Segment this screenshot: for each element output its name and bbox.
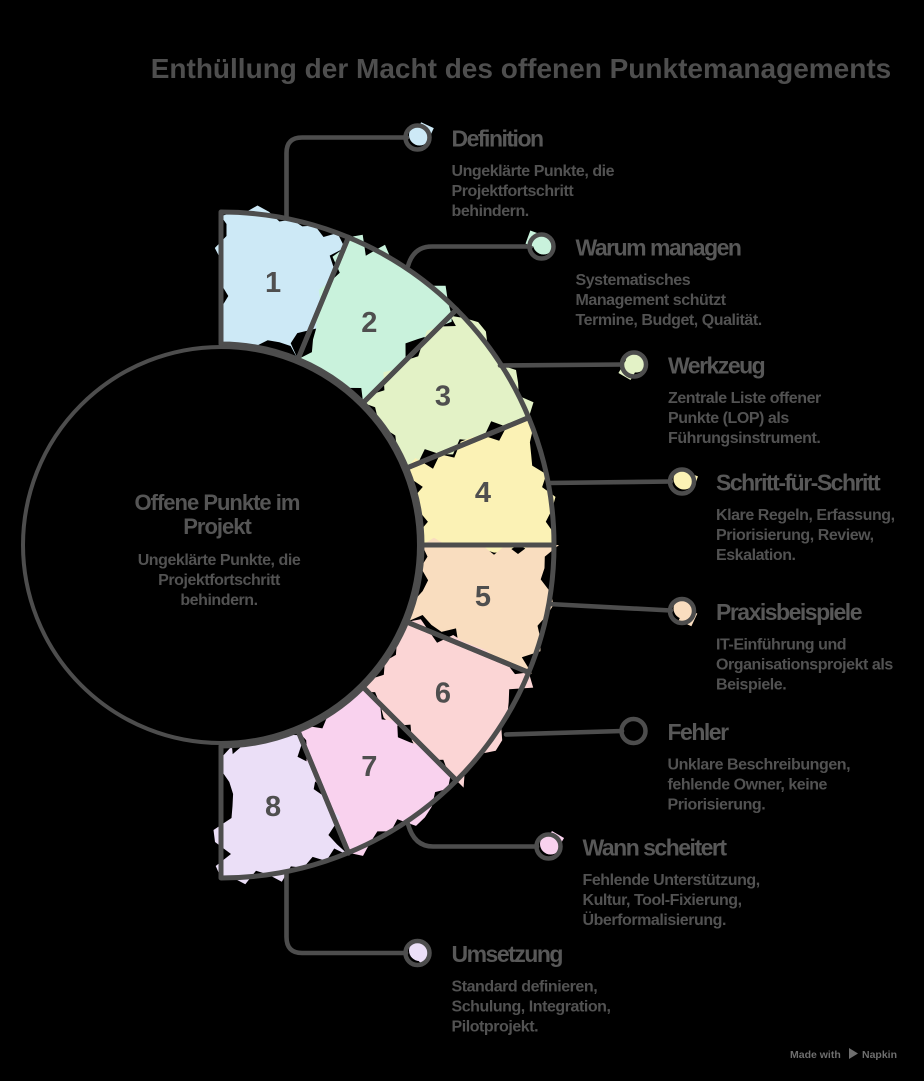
svg-text:Kultur, Tool-Fixierung,: Kultur, Tool-Fixierung, bbox=[583, 892, 742, 909]
svg-text:IT-Einführung und: IT-Einführung und bbox=[716, 637, 846, 654]
svg-text:Projektfortschritt: Projektfortschritt bbox=[452, 183, 575, 200]
svg-text:2: 2 bbox=[361, 307, 377, 339]
svg-text:Werkzeug: Werkzeug bbox=[668, 353, 765, 379]
svg-text:Termine, Budget, Qualität.: Termine, Budget, Qualität. bbox=[576, 312, 762, 329]
svg-text:Projektfortschritt: Projektfortschritt bbox=[158, 572, 281, 589]
svg-text:Made with: Made with bbox=[790, 1049, 841, 1061]
svg-text:Klare Regeln, Erfassung,: Klare Regeln, Erfassung, bbox=[716, 507, 895, 524]
svg-text:Pilotprojekt.: Pilotprojekt. bbox=[452, 1019, 539, 1036]
svg-text:3: 3 bbox=[435, 381, 451, 413]
svg-text:Projekt: Projekt bbox=[183, 514, 252, 539]
svg-text:Praxisbeispiele: Praxisbeispiele bbox=[716, 599, 862, 625]
svg-text:Systematisches: Systematisches bbox=[576, 272, 691, 289]
svg-text:Priorisierung.: Priorisierung. bbox=[668, 797, 766, 814]
svg-text:Schritt-für-Schritt: Schritt-für-Schritt bbox=[716, 470, 881, 496]
svg-text:5: 5 bbox=[475, 581, 491, 613]
svg-text:7: 7 bbox=[361, 751, 377, 783]
svg-text:Definition: Definition bbox=[452, 126, 543, 152]
svg-text:behindern.: behindern. bbox=[180, 592, 257, 609]
svg-text:fehlende Owner, keine: fehlende Owner, keine bbox=[668, 777, 828, 794]
svg-text:Fehler: Fehler bbox=[668, 719, 730, 745]
svg-text:Fehlende Unterstützung,: Fehlende Unterstützung, bbox=[583, 872, 760, 889]
svg-text:Standard definieren,: Standard definieren, bbox=[452, 979, 598, 996]
svg-text:Wann scheitert: Wann scheitert bbox=[583, 835, 728, 861]
svg-text:Umsetzung: Umsetzung bbox=[452, 941, 563, 967]
svg-text:Führungsinstrument.: Führungsinstrument. bbox=[668, 430, 820, 447]
svg-text:Schulung, Integration,: Schulung, Integration, bbox=[452, 999, 611, 1016]
svg-text:8: 8 bbox=[265, 791, 281, 823]
svg-text:4: 4 bbox=[475, 477, 491, 509]
svg-text:Ungeklärte Punkte, die: Ungeklärte Punkte, die bbox=[452, 163, 615, 180]
svg-text:Management schützt: Management schützt bbox=[576, 292, 727, 309]
svg-text:Ungeklärte Punkte, die: Ungeklärte Punkte, die bbox=[138, 552, 301, 569]
svg-text:Priorisierung, Review,: Priorisierung, Review, bbox=[716, 527, 874, 544]
svg-text:Punkte (LOP) als: Punkte (LOP) als bbox=[668, 410, 789, 427]
svg-text:Warum managen: Warum managen bbox=[576, 235, 741, 261]
svg-text:Zentrale Liste offener: Zentrale Liste offener bbox=[668, 390, 821, 407]
svg-text:behindern.: behindern. bbox=[452, 203, 529, 220]
svg-text:6: 6 bbox=[435, 677, 451, 709]
svg-text:Eskalation.: Eskalation. bbox=[716, 547, 796, 564]
svg-text:Enthüllung der Macht des offen: Enthüllung der Macht des offenen Punktem… bbox=[151, 53, 892, 84]
svg-text:Napkin: Napkin bbox=[862, 1049, 897, 1061]
svg-text:Unklare Beschreibungen,: Unklare Beschreibungen, bbox=[668, 757, 851, 774]
svg-text:Überformalisierung.: Überformalisierung. bbox=[583, 910, 726, 929]
svg-text:1: 1 bbox=[265, 267, 281, 299]
svg-text:Beispiele.: Beispiele. bbox=[716, 677, 786, 694]
svg-text:Offene Punkte im: Offene Punkte im bbox=[135, 490, 300, 515]
svg-text:Organisationsprojekt als: Organisationsprojekt als bbox=[716, 657, 893, 674]
